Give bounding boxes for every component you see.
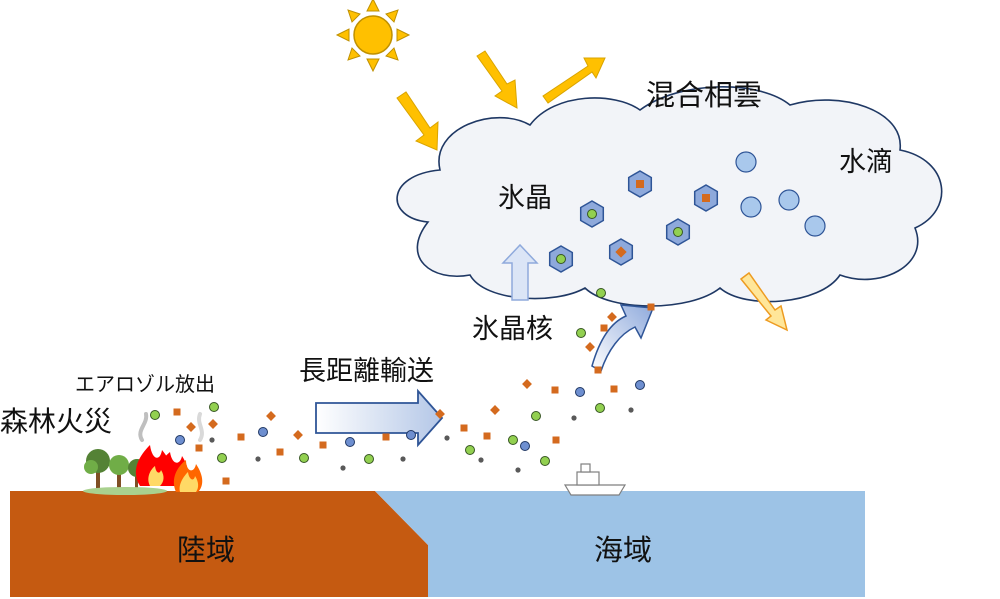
ice-crystals <box>548 170 719 273</box>
sea-area <box>375 491 865 597</box>
water-droplets <box>735 151 826 237</box>
transport-curved-arrow <box>591 304 655 373</box>
land-area <box>10 491 428 597</box>
aerosol-particle <box>628 407 634 413</box>
aerosol-particle <box>585 342 595 352</box>
aerosol-particle <box>209 402 219 412</box>
aerosol-particle <box>571 415 577 421</box>
aerosol-particle <box>195 444 203 452</box>
aerosol-particle <box>217 453 227 463</box>
aerosol-particle <box>490 405 500 415</box>
aerosol-particles <box>150 288 655 485</box>
aerosol-particle <box>209 437 215 443</box>
aerosol-particle <box>460 424 468 432</box>
aerosol-particle <box>551 386 559 394</box>
aerosol-particle <box>552 436 560 444</box>
aerosol-particle <box>340 465 346 471</box>
aerosol-particle <box>222 477 230 485</box>
aerosol-particle <box>186 422 196 432</box>
aerosol-particle <box>255 456 261 462</box>
aerosol-particle <box>594 366 602 374</box>
aerosol-particle <box>610 385 618 393</box>
aerosol-particle <box>465 445 475 455</box>
aerosol-particle <box>520 441 530 451</box>
aerosol-particle <box>478 457 484 463</box>
water-droplet <box>735 151 757 173</box>
aerosol-particle <box>595 403 605 413</box>
aerosol-particle <box>607 312 617 322</box>
water-droplet <box>740 196 762 218</box>
aerosol-particle <box>540 456 550 466</box>
land-area-label: 陸域 <box>177 533 235 567</box>
aerosol-particle <box>635 380 645 390</box>
aerosol-particle <box>435 409 445 419</box>
aerosol-particle <box>382 433 390 441</box>
water-droplet <box>778 189 800 211</box>
fire-icon <box>135 412 204 492</box>
ice-crystal <box>665 218 691 246</box>
aerosol-particle <box>508 435 518 445</box>
sea-area-label: 海域 <box>594 533 652 567</box>
aerosol-particle <box>515 467 521 473</box>
aerosol-particle <box>237 433 245 441</box>
aerosol-particle <box>406 430 416 440</box>
ray-arrow-3 <box>542 57 606 104</box>
aerosol-particle <box>575 387 585 397</box>
ice-nuclei-label: 氷晶核 <box>472 314 553 345</box>
aerosol-particle <box>173 408 181 416</box>
cloud-title-label: 混合相雲 <box>646 78 762 112</box>
long-range-transport-arrow <box>315 388 444 448</box>
mixed-phase-cloud <box>396 86 943 307</box>
aerosol-particle <box>319 441 327 449</box>
aerosol-particle <box>299 453 309 463</box>
aerosol-particle <box>175 435 185 445</box>
aerosol-particle <box>522 379 532 389</box>
aerosol-particle <box>400 456 406 462</box>
aerosol-particle <box>600 324 608 332</box>
sun-icon <box>335 0 411 73</box>
ice-crystal <box>608 238 634 266</box>
aerosol-particle <box>345 437 355 447</box>
aerosol-emission-label: エアロゾル放出 <box>75 372 215 396</box>
aerosol-particle <box>483 432 491 440</box>
aerosol-particle <box>293 430 303 440</box>
forest-fire-label: 森林火災 <box>0 405 112 438</box>
ship-icon <box>563 463 627 496</box>
ray-arrow-1 <box>396 91 439 151</box>
ice-crystal <box>548 245 574 273</box>
ice-crystals-label: 氷晶 <box>498 183 552 214</box>
tree-icon <box>83 449 167 495</box>
water-droplets-label: 水滴 <box>839 147 893 178</box>
aerosol-particle <box>266 411 276 421</box>
long-range-transport-label: 長距離輸送 <box>299 356 434 387</box>
ice-crystal <box>693 184 719 212</box>
aerosol-particle <box>364 454 374 464</box>
aerosol-particle <box>596 288 606 298</box>
aerosol-particle <box>531 411 541 421</box>
aerosol-particle <box>276 448 284 456</box>
aerosol-particle <box>150 410 160 420</box>
sunlight-rays <box>396 50 606 151</box>
ice-crystal <box>627 170 653 198</box>
aerosol-particle <box>444 435 450 441</box>
ray-arrow-2 <box>476 50 518 109</box>
aerosol-particle <box>208 419 218 429</box>
aerosol-particle <box>576 328 586 338</box>
precipitation-arrow <box>739 271 789 332</box>
ice-nuclei-up-arrow <box>501 243 539 301</box>
ice-crystal <box>579 200 605 228</box>
aerosol-particle <box>258 427 268 437</box>
water-droplet <box>804 215 826 237</box>
aerosol-particle <box>647 303 655 311</box>
